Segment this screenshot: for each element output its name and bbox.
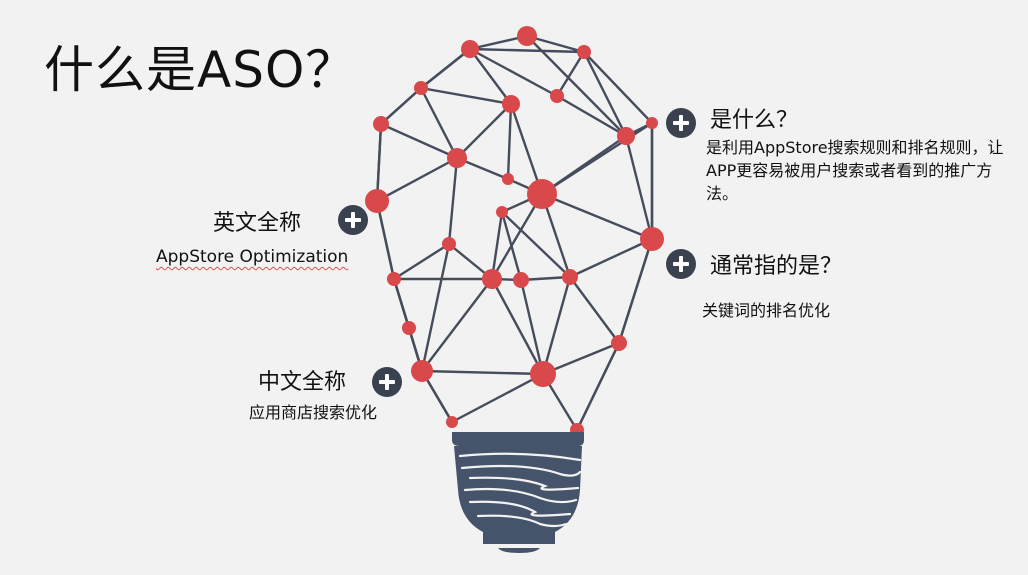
body-chinese: 应用商店搜索优化	[249, 403, 378, 422]
network-edge	[525, 34, 628, 138]
network-node	[502, 173, 514, 185]
bulb-base	[452, 432, 584, 553]
network-edge	[555, 94, 628, 138]
network-edge	[420, 242, 451, 373]
network-node	[414, 81, 428, 95]
network-node	[447, 148, 467, 168]
network-edge	[519, 275, 572, 282]
network-edge	[455, 102, 513, 160]
network-node	[461, 40, 479, 58]
heading-usually: 通常指的是？	[710, 254, 843, 279]
body-usually: 关键词的排名优化	[702, 301, 831, 320]
network-edge	[375, 156, 459, 203]
network-edge	[420, 277, 494, 373]
heading-what: 是什么？	[710, 108, 799, 133]
plus-circle-icon-usually[interactable]	[666, 249, 696, 279]
network-node	[402, 321, 416, 335]
network-node	[387, 272, 401, 286]
body-english: AppStore Optimization	[156, 247, 349, 267]
plus-circle-icon-chinese[interactable]	[372, 367, 402, 397]
network-edge	[450, 372, 545, 424]
network-edge	[568, 237, 654, 279]
network-edge	[490, 277, 545, 376]
network-edge	[468, 47, 513, 106]
network-edge	[419, 86, 513, 106]
network-node	[446, 416, 458, 428]
network-edge	[468, 47, 559, 98]
network-node	[496, 206, 508, 218]
network-edge	[506, 102, 513, 181]
network-edge	[540, 121, 654, 196]
network-edge	[519, 278, 545, 376]
network-node	[640, 227, 664, 251]
network-edge	[624, 134, 654, 241]
network-node	[513, 272, 529, 288]
network-node	[562, 269, 578, 285]
network-node	[482, 269, 502, 289]
heading-chinese: 中文全称	[258, 370, 347, 395]
network-edge	[468, 47, 586, 54]
network-edge	[509, 102, 544, 196]
network-edge	[392, 242, 451, 281]
network-edge	[447, 156, 459, 246]
network-node	[530, 361, 556, 387]
network-edge	[490, 192, 544, 281]
network-node	[442, 237, 456, 251]
plus-circle-icon-english[interactable]	[338, 205, 368, 235]
network-node	[611, 335, 627, 351]
network-edge	[419, 86, 459, 160]
network-node	[527, 179, 557, 209]
network-edge	[555, 50, 586, 98]
network-edge	[540, 192, 654, 241]
network-node	[577, 45, 591, 59]
network-node	[411, 360, 433, 382]
heading-english: 英文全称	[213, 211, 302, 236]
network-node	[550, 89, 564, 103]
plus-circle-icon-what[interactable]	[666, 108, 696, 138]
body-what: 是利用AppStore搜索规则和排名规则，让APP更容易被用户搜索或者看到的推广…	[706, 138, 1004, 203]
page-title: 什么是ASO？	[44, 41, 357, 99]
network-node	[646, 117, 658, 129]
network-edge	[582, 50, 628, 138]
network-edge	[568, 275, 621, 345]
network-node	[502, 95, 520, 113]
network-edge	[420, 369, 545, 376]
network-node	[517, 26, 537, 46]
network-edge	[582, 50, 654, 125]
network-edge	[500, 210, 572, 279]
network-edge	[379, 122, 459, 160]
network-edge	[541, 341, 621, 376]
network-node	[373, 116, 389, 132]
network-node	[617, 127, 635, 145]
network-edge	[490, 210, 504, 281]
network-edge	[541, 275, 572, 376]
network-node	[365, 189, 389, 213]
